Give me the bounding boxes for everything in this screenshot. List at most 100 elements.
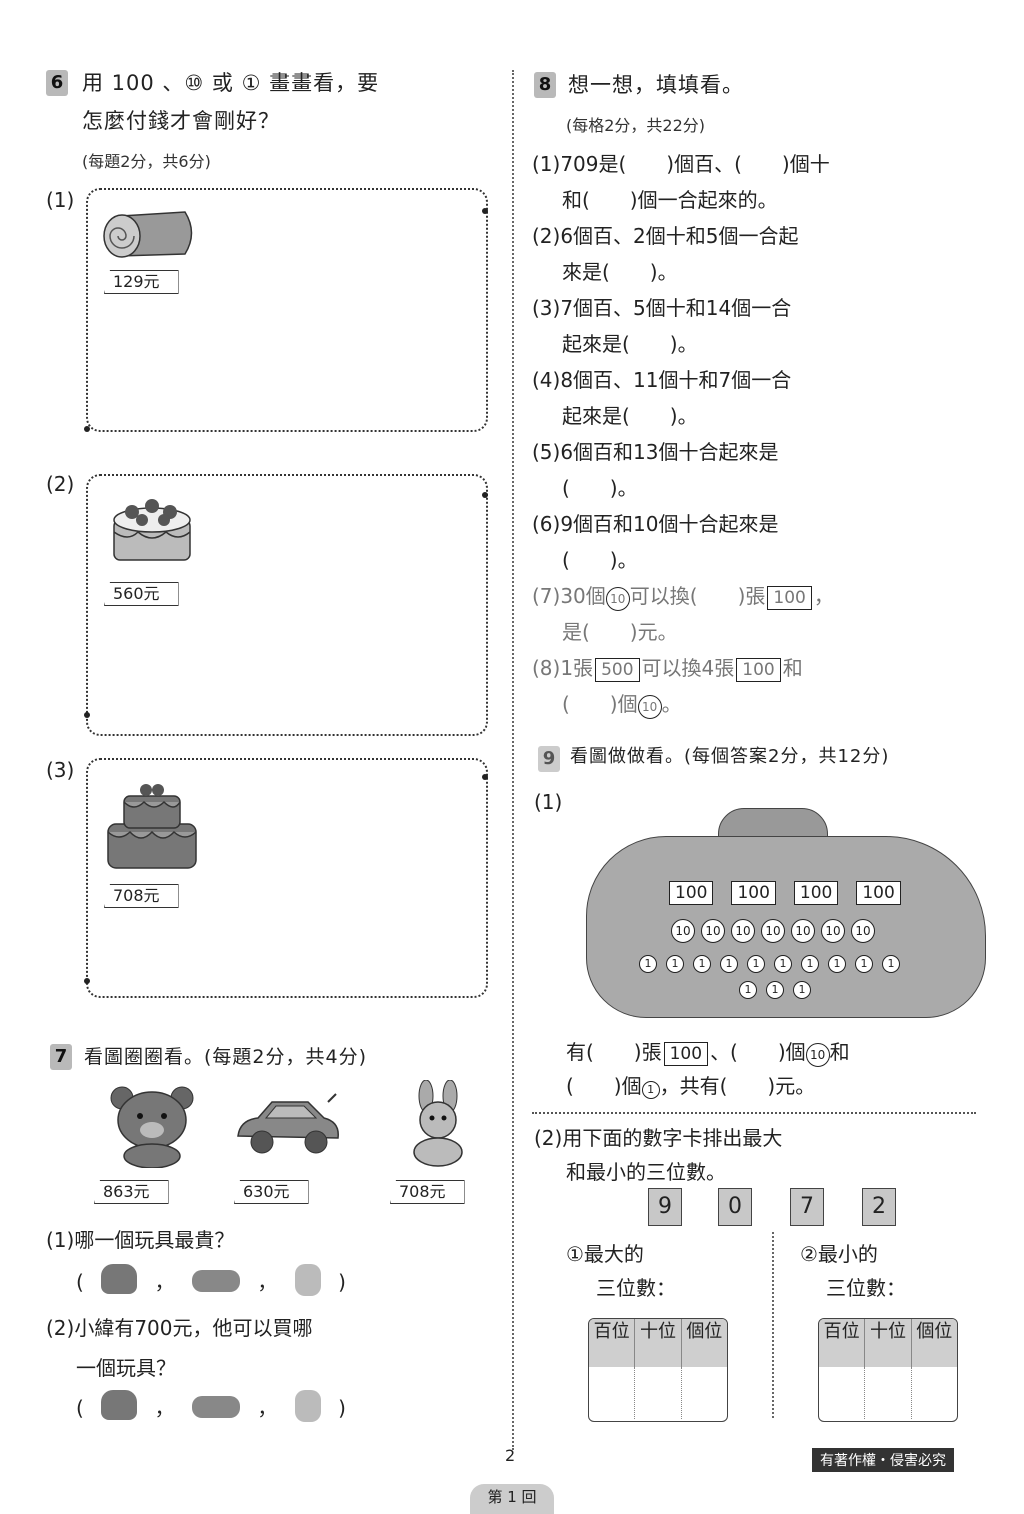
q6-price-tag-1: 129元	[104, 270, 179, 294]
column-divider	[512, 70, 514, 1450]
min-place-value-table[interactable]: 百位 十位 個位	[818, 1318, 958, 1422]
strawberry-cake-icon	[113, 499, 191, 561]
q8-line: (2)6個百、2個十和5個一合起	[532, 224, 799, 248]
q8-line-7b: 是( )元。	[562, 620, 678, 644]
q6-price-tag-3: 708元	[104, 884, 179, 908]
coin-1-icon: 1	[793, 981, 811, 999]
coin-1-icon: 1	[774, 955, 792, 973]
q9-sub2-line2: 和最小的三位數。	[566, 1160, 726, 1184]
ones-header: 個位	[686, 1321, 723, 1342]
ones-header: 個位	[916, 1321, 953, 1342]
car-choice-icon[interactable]	[191, 1396, 240, 1418]
q8-score: (每格2分，共22分)	[566, 116, 706, 135]
q6-title-line2: 怎麼付錢才會剛好？	[82, 109, 280, 133]
q8-line: (4)8個百、11個十和7個一合	[532, 368, 792, 392]
tens-header: 十位	[865, 1319, 912, 1367]
q6-answer-box-1[interactable]	[86, 188, 488, 432]
purse-icon: 100 100 100 100 10 10 10 10 10 10 10 1 1…	[586, 836, 986, 1018]
coin-10-icon: 10	[701, 919, 725, 943]
q7-title: 看圖圈圈看。(每題2分，共4分)	[84, 1046, 368, 1068]
q6-answer-box-2[interactable]	[86, 474, 488, 736]
car-icon	[237, 1093, 339, 1154]
q8-line: (3)7個百、5個十和14個一合	[532, 296, 792, 320]
q8-line: (1)709是( )個百、( )個十	[532, 152, 830, 176]
note-100-icon: 100	[856, 881, 901, 905]
q7-sub2-choices[interactable]: ( ， ， )	[76, 1390, 346, 1426]
coin-1-icon: 1	[666, 955, 684, 973]
bear-choice-icon[interactable]	[101, 1264, 138, 1294]
note-100-icon: 100	[793, 881, 839, 905]
q7-sub2-line1: (2)小緯有700元，他可以買哪	[46, 1316, 313, 1340]
ones-cell[interactable]	[682, 1367, 727, 1419]
min-three-digit-label: 三位數：	[826, 1276, 906, 1300]
note-500-icon: 500	[595, 658, 640, 682]
q6-number: 6	[46, 70, 68, 96]
q9-title: 看圖做做看。(每個答案2分，共12分)	[570, 746, 890, 767]
tens-cell[interactable]	[865, 1367, 912, 1419]
digit-card: 9	[648, 1188, 682, 1226]
hundreds-cell[interactable]	[819, 1367, 866, 1419]
round-tab: 第 1 回	[470, 1484, 554, 1514]
digit-card: 7	[790, 1188, 824, 1226]
q8-line: 起來是( )。	[562, 332, 698, 356]
coin-1-icon: 1	[639, 955, 657, 973]
q8-line: (6)9個百和10個十合起來是	[532, 512, 779, 536]
note-100-icon: 100	[663, 1042, 709, 1066]
coin-1-icon: 1	[828, 955, 846, 973]
q8-line: (5)6個百和13個十合起來是	[532, 440, 779, 464]
coin-10-icon: 10	[791, 919, 815, 943]
coin-1-icon: 1	[641, 1081, 660, 1099]
q8-lines: (1)709是( )個百、( )個十 和( )個一合起來的。 (2)6個百、2個…	[532, 146, 982, 722]
digit-card: 2	[862, 1188, 896, 1226]
rabbit-choice-icon[interactable]	[294, 1264, 321, 1296]
roll-cake-icon	[103, 211, 193, 258]
coin-10-icon: 10	[731, 919, 755, 943]
coin-10-icon: 10	[605, 587, 630, 611]
car-choice-icon[interactable]	[191, 1270, 240, 1292]
rabbit-icon	[413, 1080, 463, 1167]
hundreds-header: 百位	[589, 1319, 636, 1367]
layer-cake-icon	[107, 784, 197, 869]
q6-item1-label: (1)	[46, 188, 75, 212]
coin-1-icon: 1	[766, 981, 784, 999]
q8-line: ( )。	[562, 476, 638, 500]
min-title: ②最小的	[800, 1242, 878, 1266]
purse-coins-10: 10 10 10 10 10 10 10	[671, 919, 875, 943]
purse-coins-1-row2: 1 1 1	[739, 981, 811, 999]
rabbit-choice-icon[interactable]	[294, 1390, 321, 1422]
table-divider	[772, 1232, 774, 1418]
toy-rabbit-price: 708元	[390, 1180, 465, 1204]
coin-1-icon: 1	[747, 955, 765, 973]
coin-10-icon: 10	[671, 919, 695, 943]
bear-choice-icon[interactable]	[101, 1390, 138, 1420]
q8-line: 來是( )。	[562, 260, 678, 284]
q7-sub1-choices[interactable]: ( ， ， )	[76, 1264, 346, 1300]
coin-1-icon: 1	[855, 955, 873, 973]
ones-cell[interactable]	[912, 1367, 957, 1419]
q6-price-tag-2: 560元	[104, 582, 179, 606]
tens-header: 十位	[635, 1319, 682, 1367]
q8-title: 想一想，填填看。	[568, 73, 744, 97]
coin-10-icon: 10	[637, 695, 662, 719]
coin-1-icon: 1	[801, 955, 819, 973]
coin-10-icon: 10	[761, 919, 785, 943]
q6-answer-box-3[interactable]	[86, 758, 488, 998]
q6-item2-label: (2)	[46, 472, 75, 496]
q8-line: 起來是( )。	[562, 404, 698, 428]
note-100-icon: 100	[669, 881, 714, 905]
q7-sub2-line2: 一個玩具？	[76, 1356, 176, 1380]
q6-score: (每題2分，共6分)	[82, 152, 211, 171]
digit-card: 0	[718, 1188, 752, 1226]
q6-title-line1: 用 100 、⑩ 或 ① 畫畫看，要	[82, 71, 380, 95]
max-place-value-table[interactable]: 百位 十位 個位	[588, 1318, 728, 1422]
hundreds-cell[interactable]	[589, 1367, 636, 1419]
copyright-notice: 有著作權・侵害必究	[812, 1448, 954, 1472]
max-title: ①最大的	[566, 1242, 644, 1266]
note-100-icon: 100	[767, 586, 812, 610]
page-number: 2	[505, 1446, 516, 1465]
tens-cell[interactable]	[635, 1367, 682, 1419]
